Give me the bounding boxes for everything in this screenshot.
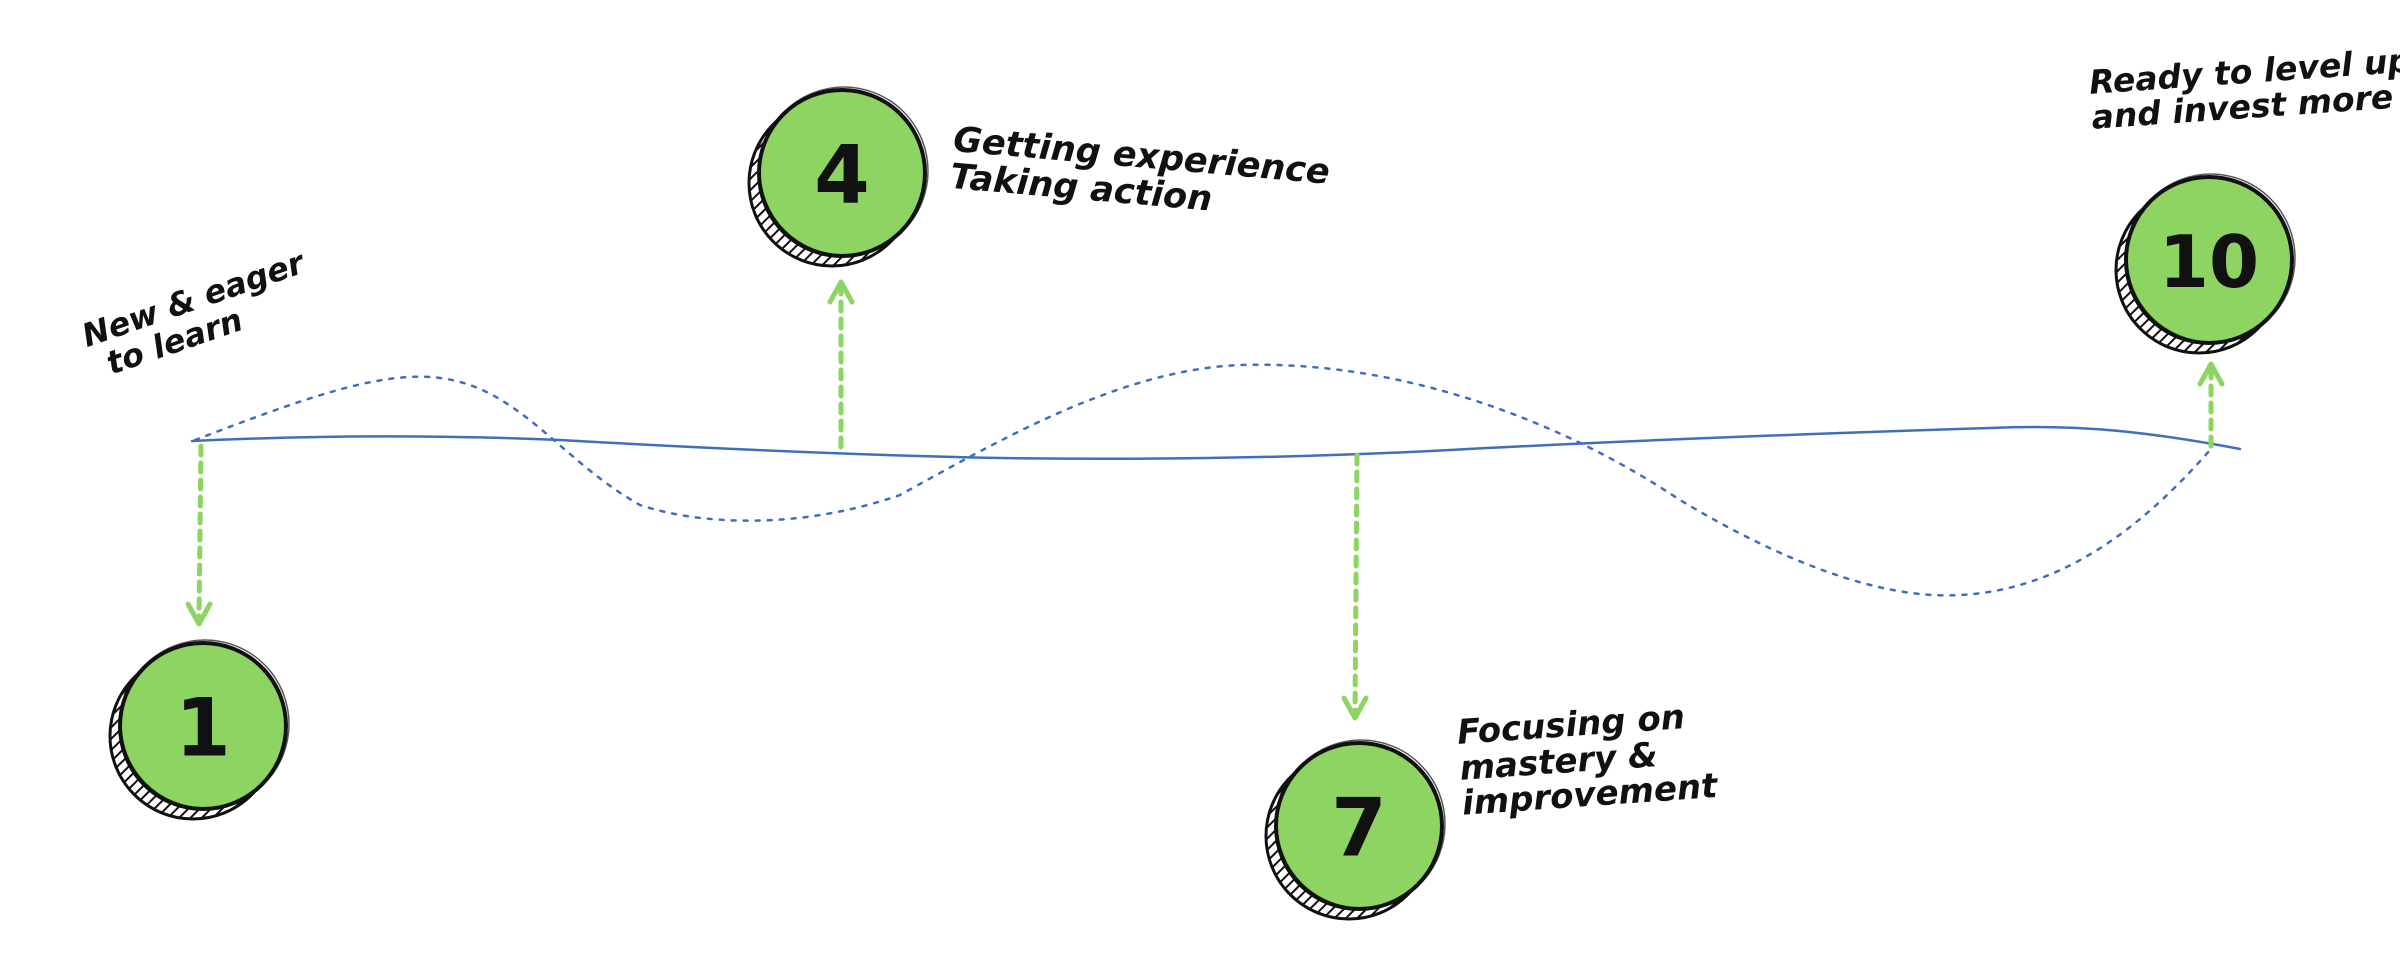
milestone-1: 1 (108, 639, 290, 821)
milestone-circle (1274, 741, 1444, 911)
milestone-7: 7 (1264, 739, 1446, 921)
milestone-4: 4 (747, 86, 929, 268)
milestone-circle (118, 641, 288, 811)
milestone-number: 1 (175, 682, 231, 775)
arrow-to-7 (1341, 452, 1369, 721)
milestone-number: 7 (1331, 782, 1387, 875)
milestone-circle (2124, 175, 2294, 345)
milestone-10: 10 (2114, 173, 2296, 355)
arrow-to-4 (827, 279, 855, 450)
arrow-to-1 (185, 443, 213, 627)
milestone-number: 10 (2159, 220, 2259, 304)
wave-line (193, 363, 2212, 597)
milestone-circle (757, 88, 927, 258)
arrow-to-10 (2197, 361, 2225, 449)
milestone-7-caption: Focusing on mastery & improvement (1456, 697, 1719, 824)
milestone-number: 4 (814, 129, 870, 222)
baseline-line (190, 425, 2242, 460)
